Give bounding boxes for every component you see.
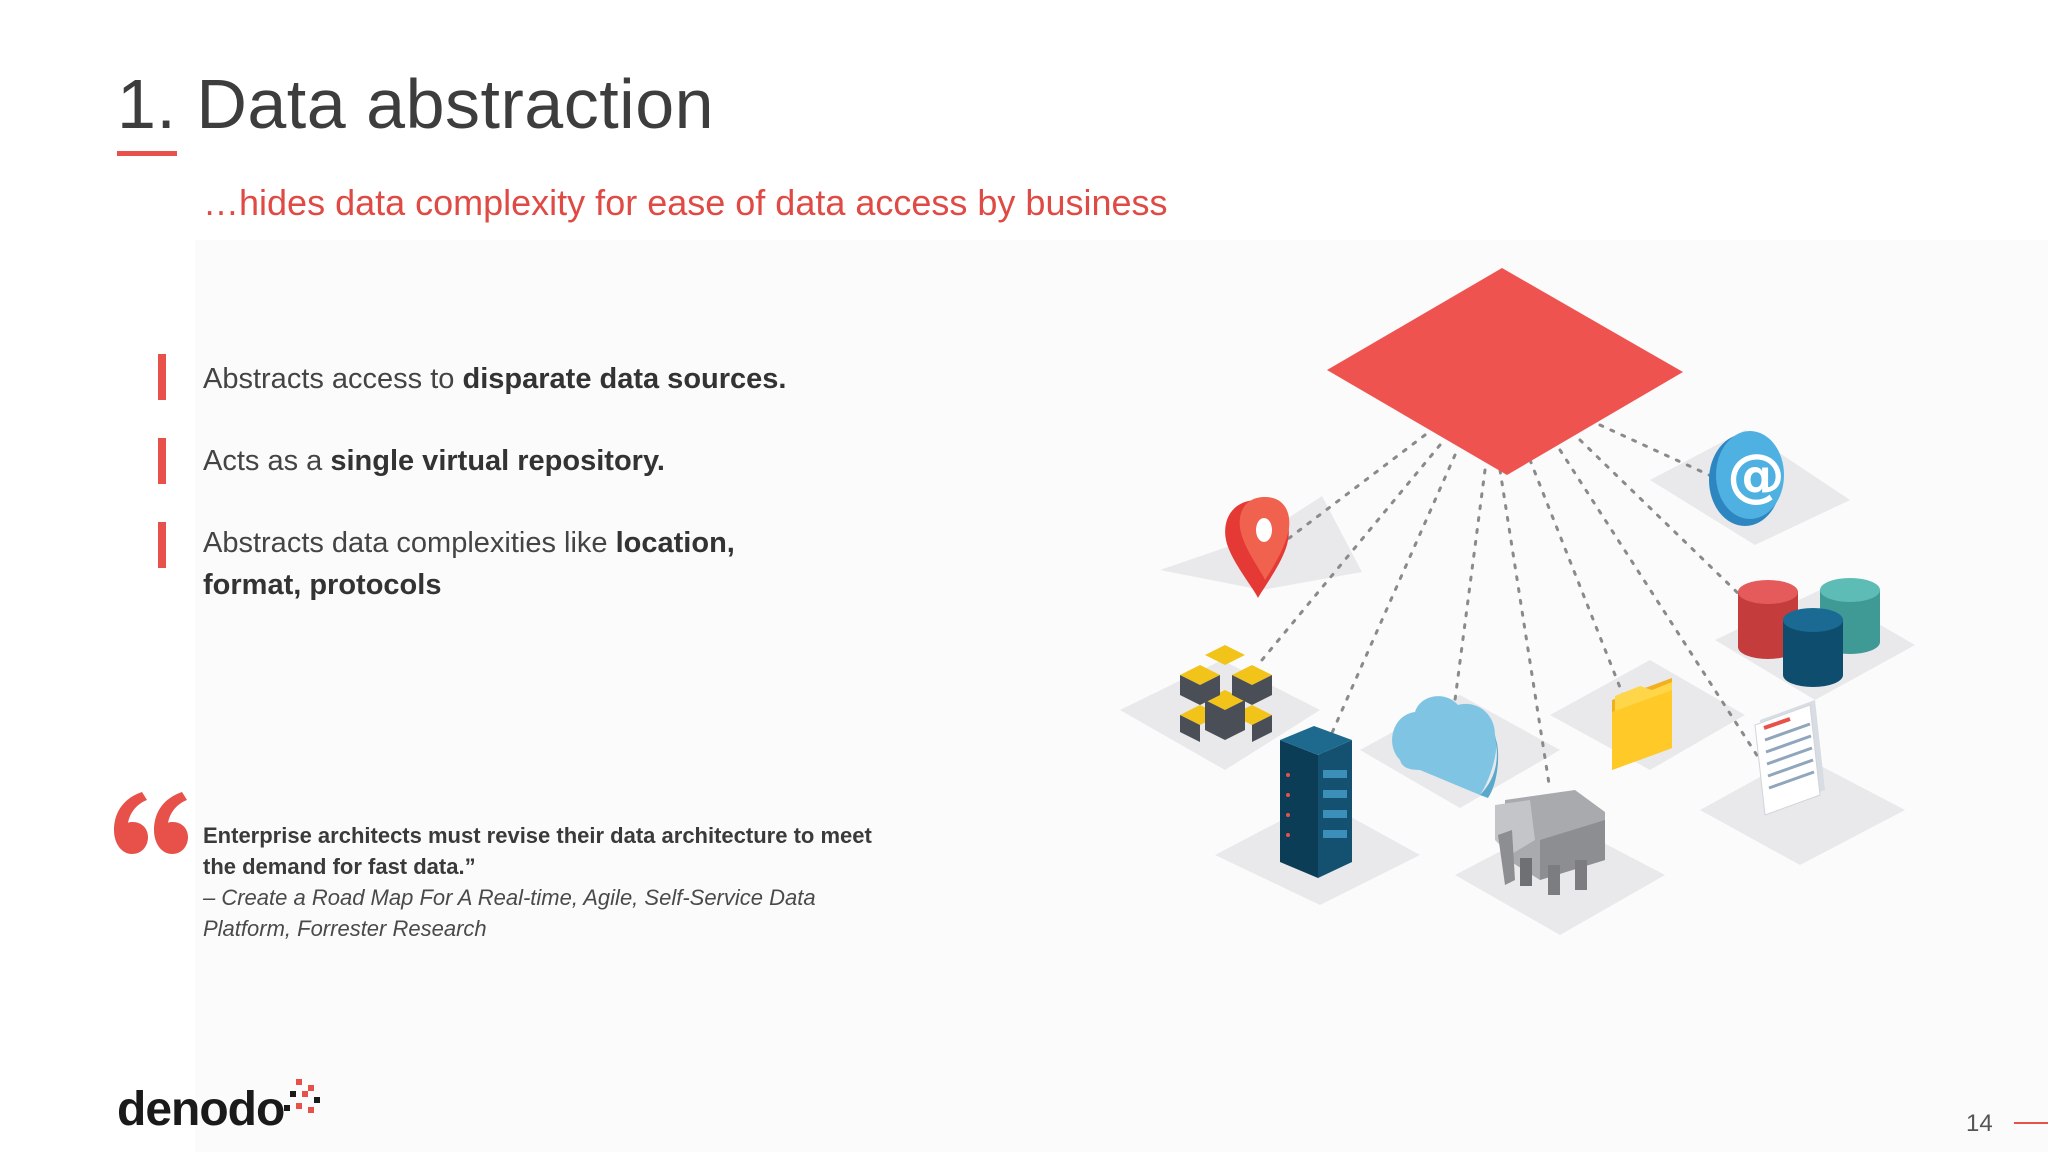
quote-block: Enterprise architects must revise their …: [203, 820, 923, 944]
email-at-icon: @: [1709, 431, 1785, 526]
title-underline: [117, 151, 177, 156]
quote-source: Platform, Forrester Research: [203, 916, 487, 941]
quote-mark-icon: [114, 792, 188, 854]
hadoop-elephant-icon: [1495, 790, 1605, 895]
folder-icon: [1612, 678, 1672, 770]
data-abstraction-diagram: @: [1120, 268, 1915, 935]
slide-title: 1. Data abstraction: [117, 65, 715, 143]
location-pin-icon: [1225, 497, 1290, 598]
bullet-bold-text: location,: [615, 527, 735, 559]
bullet-bold-text: single virtual repository.: [330, 445, 665, 477]
bullet-item: Abstracts access to disparate data sourc…: [203, 358, 786, 400]
databases-icon: [1738, 578, 1880, 687]
bullet-bold-text: format, protocols: [203, 569, 442, 601]
slide-subtitle: …hides data complexity for ease of data …: [203, 182, 1168, 223]
bullet-marker: [158, 438, 166, 484]
quote-text: Enterprise architects must revise their …: [203, 823, 872, 848]
page-number: 14: [1966, 1110, 1993, 1137]
bullet-text: Acts as a: [203, 445, 331, 477]
cloud-icon: [1392, 696, 1499, 798]
content-background: [195, 240, 2048, 1152]
quote-source: – Create a Road Map For A Real-time, Agi…: [203, 885, 816, 910]
hub-diamond: [1327, 268, 1683, 475]
bullet-marker: [158, 522, 166, 568]
page-number-line: [2014, 1122, 2048, 1124]
cubes-icon: [1180, 645, 1272, 742]
logo-dots-icon: [284, 1079, 320, 1113]
tile: [1700, 755, 1905, 865]
bullet-marker: [158, 354, 166, 400]
svg-text:@: @: [1727, 441, 1785, 509]
server-rack-icon: [1280, 726, 1352, 878]
denodo-logo: denodo: [117, 1083, 285, 1136]
bullet-text: Abstracts data complexities like: [203, 527, 616, 559]
document-icon: [1754, 700, 1825, 816]
bullet-item: Abstracts data complexities like locatio…: [203, 522, 735, 606]
quote-text: the demand for fast data.”: [203, 854, 476, 879]
bullet-text: Abstracts access to: [203, 363, 463, 395]
bullet-bold-text: disparate data sources.: [462, 363, 787, 395]
bullet-item: Acts as a single virtual repository.: [203, 440, 665, 482]
